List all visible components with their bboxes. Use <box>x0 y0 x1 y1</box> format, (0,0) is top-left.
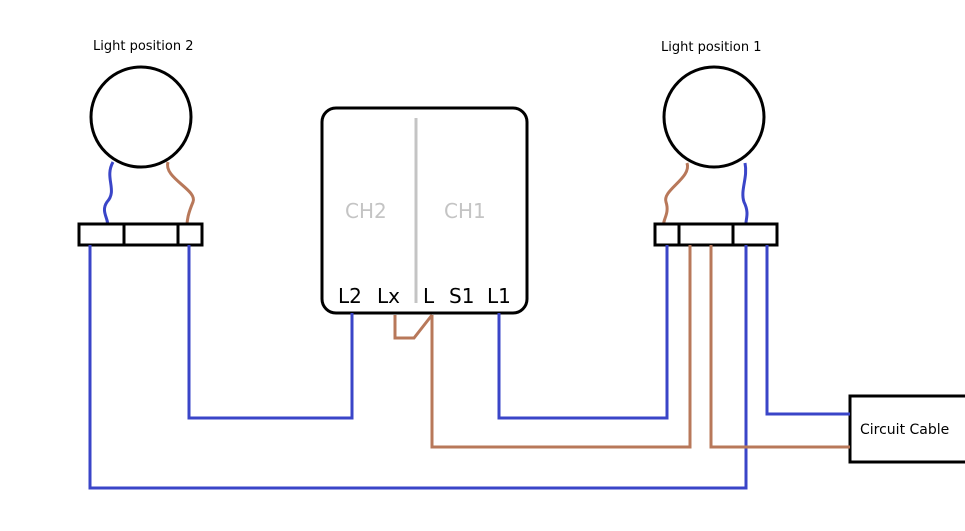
light-1-blue-lead <box>741 162 749 227</box>
light-2-bulb <box>89 65 193 169</box>
switch-module <box>320 106 529 315</box>
terminal-l1: L1 <box>487 284 511 308</box>
light-1-brown-lead <box>662 162 689 227</box>
light-1-bulb <box>662 65 766 169</box>
terminal-l: L <box>423 284 435 308</box>
light-position-2-label: Light position 2 <box>93 39 193 54</box>
light-1-terminal-block <box>653 222 779 247</box>
circuit-cable-box <box>848 394 965 464</box>
wire-l2-to-light-2 <box>187 245 354 420</box>
wire-circuit-cable-brown <box>709 245 850 449</box>
channel-2-label: CH2 <box>345 199 387 223</box>
wire-light-2-to-light-1 <box>88 245 748 490</box>
wire-circuit-cable-blue <box>765 245 850 416</box>
terminal-l2: L2 <box>338 284 362 308</box>
wire-l-to-light-1 <box>430 245 692 449</box>
wire-lx-to-l-link <box>393 314 434 340</box>
channel-1-label: CH1 <box>444 199 486 223</box>
light-2-terminal-block <box>77 222 204 247</box>
light-position-1-label: Light position 1 <box>661 40 761 55</box>
terminal-s1: S1 <box>449 284 474 308</box>
circuit-cable-label: Circuit Cable <box>860 422 949 438</box>
terminal-lx: Lx <box>377 284 400 308</box>
wire-l1-to-light-1 <box>497 245 669 420</box>
light-2-blue-lead <box>102 161 115 227</box>
light-2-brown-lead <box>166 161 195 227</box>
